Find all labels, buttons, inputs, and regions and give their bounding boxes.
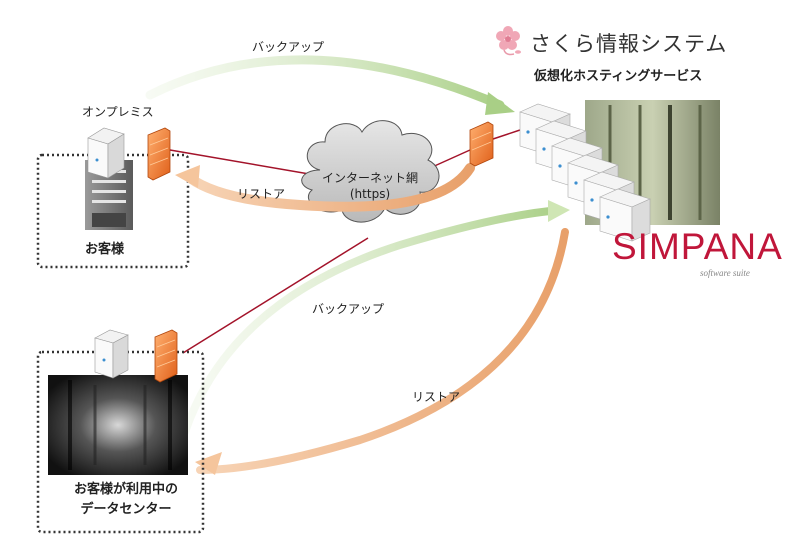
onprem-server-icon — [87, 127, 125, 179]
datacenter-label-line2: データセンター — [80, 502, 172, 517]
customer-label: お客様 — [85, 242, 125, 257]
backup-arrow-top — [145, 55, 515, 115]
simpana-tagline: software suite — [700, 268, 750, 278]
top-restore-label: リストア — [237, 187, 286, 201]
internet-label: インターネット網 (https) — [310, 170, 430, 202]
sakura-flower-icon — [496, 26, 521, 56]
bottom-restore-label: リストア — [412, 390, 461, 404]
simpana-logo: SIMPANA — [612, 226, 783, 267]
network-line-datacenter — [182, 237, 369, 354]
network-line-hosting-2 — [489, 129, 521, 141]
internet-label-line1: インターネット網 — [321, 171, 418, 185]
bottom-backup-label: バックアップ — [312, 302, 385, 316]
hosting-servers-icon — [519, 103, 651, 242]
brand-company-name: さくら情報システム — [530, 32, 728, 56]
internet-label-line2: (https) — [349, 187, 391, 201]
datacenter-boundary — [36, 350, 205, 534]
firewall-onprem-icon — [147, 127, 171, 181]
datacenter-label-line1: お客様が利用中の — [73, 482, 178, 497]
dc-photo-lines — [68, 380, 172, 470]
top-backup-label: バックアップ — [252, 40, 325, 54]
datacenter-label: お客様が利用中の データセンター — [46, 480, 206, 520]
backup-arrow-bottom — [181, 200, 570, 436]
firewall-datacenter-icon — [154, 329, 178, 383]
firewall-hosting-icon — [469, 121, 494, 167]
datacenter-server-icon — [94, 329, 129, 379]
brand-service-name: 仮想化ホスティングサービス — [534, 69, 703, 84]
onprem-title: オンプレミス — [82, 105, 154, 119]
network-line-onprem — [169, 149, 316, 176]
restore-arrow-top — [175, 163, 475, 212]
network-line-hosting — [429, 149, 471, 169]
restore-arrow-bottom — [195, 228, 569, 475]
server-unit — [599, 188, 651, 242]
